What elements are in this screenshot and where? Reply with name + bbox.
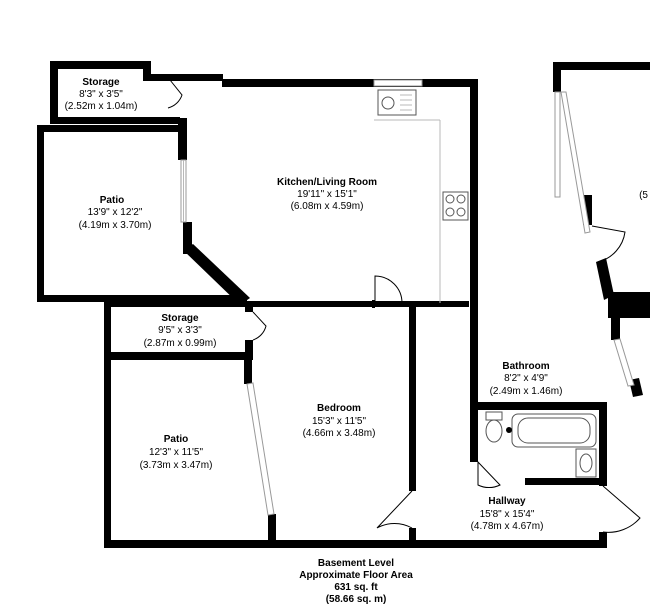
wall-bathroom-right — [599, 402, 607, 486]
wall-bottom — [104, 540, 606, 548]
window-neighbour-2 — [560, 91, 591, 234]
partial-room-label: (5 — [639, 190, 648, 201]
label-patio-top: Patio 13'9" x 12'2" (4.19m x 3.70m) — [79, 195, 152, 231]
wall-kitchen-partition — [372, 300, 375, 308]
label-bedroom: Bedroom 15'3" x 11'5" (4.66m x 3.48m) — [303, 403, 376, 439]
door-kitchen-hallway — [374, 275, 403, 304]
wall-storage-right-stub — [143, 61, 151, 81]
door-bathroom — [477, 460, 501, 489]
door-hallway-entrance — [602, 485, 641, 533]
room-dim-imperial: 13'9" x 12'2" — [88, 207, 143, 218]
toilet-cistern — [485, 411, 503, 421]
wall-patio-bottom-left — [104, 352, 111, 547]
room-dim-imperial: 19'11" x 15'1" — [297, 189, 357, 200]
wall-neighbour-block — [608, 292, 650, 318]
wall-diagonal — [183, 244, 250, 305]
area-sqm: (58.66 sq. m) — [326, 594, 387, 605]
room-dim-imperial: 9'5" x 3'3" — [158, 325, 202, 336]
wall-patio-bottom-right-upper — [244, 356, 252, 384]
wall-patio-top-right-lower — [183, 222, 192, 254]
wall-patio-top-top — [37, 125, 185, 132]
kitchen-fixtures — [374, 89, 469, 303]
wall-storage-mid-right — [245, 340, 253, 360]
room-name: Hallway — [488, 496, 526, 507]
door-neighbour — [591, 225, 626, 263]
room-dim-metric: (4.78m x 4.67m) — [471, 521, 544, 532]
wall-storage-mid-top — [104, 301, 469, 307]
room-dim-metric: (3.73m x 3.47m) — [140, 460, 213, 471]
room-name: Patio — [100, 195, 124, 206]
wall-storage-top — [50, 61, 150, 69]
window-neighbour-1 — [554, 91, 561, 198]
wall-top-main — [222, 79, 478, 87]
room-name: Bedroom — [317, 403, 361, 414]
wall-hallway-right-lower — [599, 532, 607, 548]
room-name: Patio — [164, 434, 188, 445]
area-label: Approximate Floor Area — [299, 570, 413, 581]
room-dim-metric: (2.87m x 0.99m) — [144, 338, 217, 349]
wall-storage-mid-right-stub — [245, 301, 253, 312]
wall-patio-top-bottom — [37, 295, 247, 302]
label-patio-bottom: Patio 12'3" x 11'5" (3.73m x 3.47m) — [140, 434, 213, 471]
door-storage-top — [167, 79, 183, 109]
label-kitchen: Kitchen/Living Room 19'11" x 15'1" (6.08… — [277, 177, 377, 212]
wall-storage-left — [50, 61, 58, 123]
wall-right-main — [470, 79, 478, 409]
room-dim-metric: (6.08m x 4.59m) — [291, 201, 364, 212]
room-dim-imperial: 12'3" x 11'5" — [149, 447, 204, 458]
wall-bathroom-bottom — [525, 478, 607, 485]
window-patio-bottom — [246, 382, 275, 516]
window-kitchen-top — [373, 79, 423, 87]
doors — [167, 79, 641, 533]
floor-area-summary: Basement Level Approximate Floor Area 63… — [299, 558, 413, 605]
wall-bathroom-left — [470, 402, 478, 462]
wall-patio-top-right-upper — [178, 118, 187, 160]
wall-neighbour-diag — [596, 258, 614, 300]
room-dim-metric: (4.19m x 3.70m) — [79, 220, 152, 231]
room-name: Kitchen/Living Room — [277, 177, 377, 188]
level-name: Basement Level — [318, 558, 394, 569]
wall-neighbour-mid — [583, 195, 592, 225]
room-dim-metric: (2.52m x 1.04m) — [65, 101, 138, 112]
room-dim-metric: (4.66m x 3.48m) — [303, 428, 376, 439]
wall-patio-top-left — [37, 125, 44, 302]
door-bedroom — [376, 490, 413, 529]
sink-bowl — [381, 96, 395, 110]
wall-storage-mid-bottom — [104, 352, 252, 360]
wall-storage-mid-left — [104, 301, 111, 353]
label-storage-mid: Storage 9'5" x 3'3" (2.87m x 0.99m) — [144, 313, 217, 349]
label-hallway: Hallway 15'8" x 15'4" (4.78m x 4.67m) — [471, 496, 544, 532]
bathroom-fixtures — [485, 411, 597, 478]
wall-bedroom-right — [409, 301, 416, 491]
wall-neighbour-left — [553, 62, 561, 92]
room-dim-metric: (2.49m x 1.46m) — [490, 386, 563, 397]
room-dim-imperial: 8'3" x 3'5" — [79, 89, 123, 100]
room-dim-imperial: 15'8" x 15'4" — [480, 509, 535, 520]
wall-neighbour-top — [553, 62, 650, 70]
wall-bedroom-right-lower — [409, 528, 416, 546]
room-name: Storage — [82, 77, 120, 88]
wall-storage-bottom — [50, 117, 180, 124]
bath-tap — [506, 427, 512, 433]
window-neighbour-3 — [613, 338, 635, 387]
walls — [37, 61, 650, 548]
wall-neighbour-lower — [611, 318, 620, 340]
wall-bathroom-top — [470, 402, 607, 410]
room-dim-imperial: 15'3" x 11'5" — [312, 416, 367, 427]
label-storage-top: Storage 8'3" x 3'5" (2.52m x 1.04m) — [65, 77, 138, 112]
wall-patio-bottom-right-lower — [268, 514, 276, 544]
room-dim-imperial: 8'2" x 4'9" — [504, 373, 548, 384]
wall-top-connector — [143, 74, 223, 81]
windows — [180, 79, 635, 516]
room-name: Bathroom — [502, 361, 549, 372]
door-storage-mid — [252, 311, 267, 341]
area-sqft: 631 sq. ft — [334, 582, 378, 593]
room-name: Storage — [161, 313, 199, 324]
label-bathroom: Bathroom 8'2" x 4'9" (2.49m x 1.46m) — [490, 361, 563, 397]
toilet-bowl — [485, 419, 503, 443]
